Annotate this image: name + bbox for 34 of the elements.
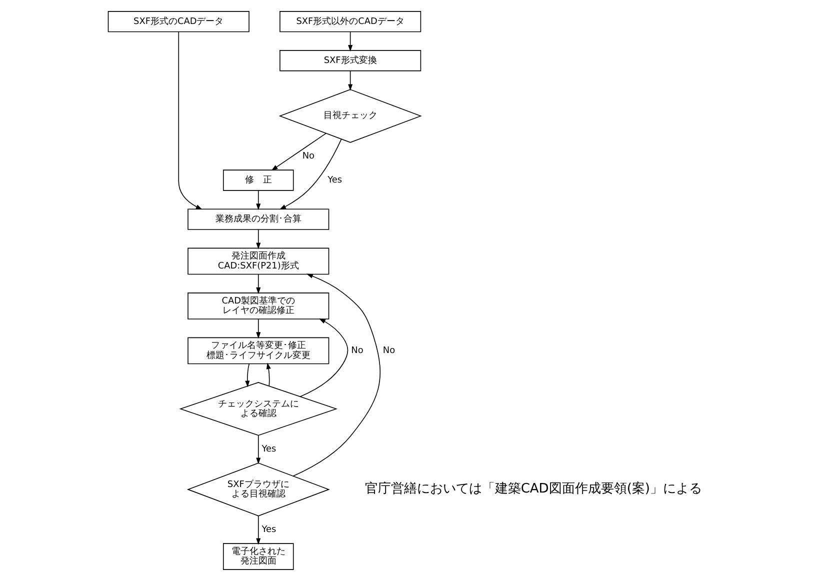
- arrow: [278, 138, 342, 210]
- node-box: SXF形式変換: [279, 50, 421, 72]
- edge-label: Yes: [261, 525, 276, 535]
- label: 官庁営繕においては「建築CAD図面作成要領(案)」による: [364, 482, 702, 497]
- edge-label: Yes: [327, 176, 342, 186]
- node-box: CAD製図基準でのレイヤの確認修正: [187, 292, 329, 320]
- node-diamond: チェックシステムによる確認: [178, 382, 338, 436]
- edge-label: No: [302, 152, 314, 162]
- node-box: 発注図面作成 CAD:SXF(P21)形式: [187, 248, 329, 275]
- arrow: [256, 516, 260, 545]
- arrow: [178, 32, 202, 210]
- arrow: [266, 362, 270, 386]
- arrow: [256, 190, 260, 210]
- node-box: 業務成果の分割･合算: [187, 208, 329, 230]
- node-box: 電子化された発注図面: [222, 543, 294, 570]
- arrow: [244, 363, 250, 388]
- node-box: SXF形式のCADデータ: [107, 11, 249, 32]
- arrow: [299, 318, 348, 397]
- arrow: [256, 229, 260, 250]
- arrow: [256, 274, 260, 294]
- node-diamond: 目視チェック: [278, 89, 422, 143]
- edge-label: No: [350, 346, 363, 356]
- arrow: [270, 133, 326, 171]
- arrow: [348, 31, 352, 52]
- arrow: [348, 70, 352, 91]
- node-diamond: SXFブラウザによる目視確認: [186, 462, 330, 516]
- node-box: ファイル名等変更･修正標題･ライフサイクル変更: [187, 337, 329, 364]
- arrow: [256, 318, 260, 339]
- node-box: SXF形式以外のCADデータ: [279, 11, 421, 32]
- edge-label: No: [382, 346, 395, 356]
- arrow: [256, 435, 260, 464]
- arrow: [292, 274, 380, 476]
- edge-label: Yes: [261, 444, 276, 454]
- node-box: 修 正: [222, 170, 294, 191]
